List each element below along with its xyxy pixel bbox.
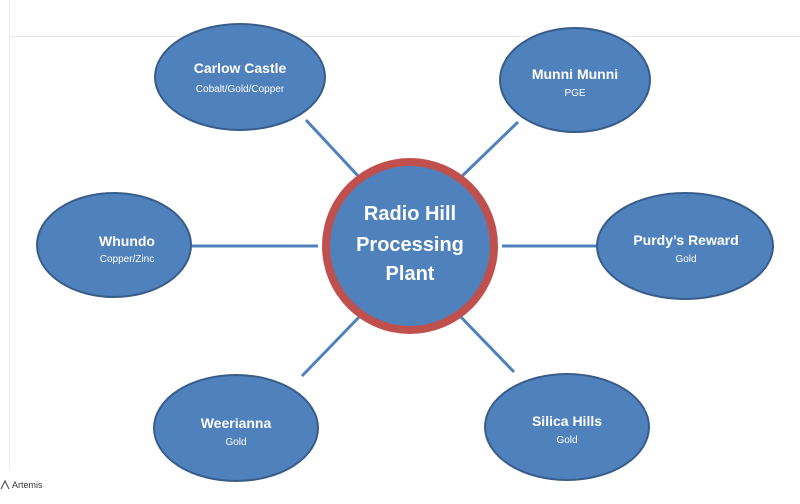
hub-line-3: Plant (386, 263, 435, 285)
node-subtitle: Gold (675, 254, 696, 265)
node-title: Whundo (99, 233, 155, 249)
node-munni-munni: Munni Munni PGE (499, 27, 651, 133)
connector-silica-hills (456, 312, 516, 374)
node-title: Munni Munni (532, 66, 618, 82)
node-title: Silica Hills (532, 413, 602, 429)
connector-carlow-castle (304, 118, 362, 180)
node-weerianna: Weerianna Gold (153, 374, 319, 482)
node-subtitle: Gold (556, 435, 577, 446)
node-silica-hills: Silica Hills Gold (484, 373, 650, 481)
connector-munni-munni (456, 120, 520, 182)
hub-node: Radio Hill Processing Plant (322, 158, 498, 334)
node-subtitle: Copper/Zinc (100, 254, 154, 265)
logo-text: Artemis (12, 480, 43, 490)
node-title: Weerianna (201, 415, 272, 431)
artemis-logo-icon (0, 480, 10, 490)
hub-line-1: Radio Hill (364, 203, 456, 225)
node-title: Purdy’s Reward (633, 232, 738, 248)
node-subtitle: PGE (564, 88, 585, 99)
node-subtitle: Cobalt/Gold/Copper (196, 84, 285, 95)
node-whundo: Whundo Copper/Zinc (36, 192, 192, 298)
node-carlow-castle: Carlow Castle Cobalt/Gold/Copper (154, 23, 326, 131)
node-subtitle: Gold (225, 437, 246, 448)
hub-line-2: Processing (356, 234, 464, 256)
slide-top-edge (10, 36, 800, 37)
artemis-logo: Artemis (0, 480, 43, 490)
node-purdys-reward: Purdy’s Reward Gold (596, 192, 774, 300)
slide-left-edge (9, 0, 10, 470)
connectors (190, 118, 600, 378)
node-title: Carlow Castle (194, 60, 287, 76)
connector-weerianna (300, 312, 364, 378)
